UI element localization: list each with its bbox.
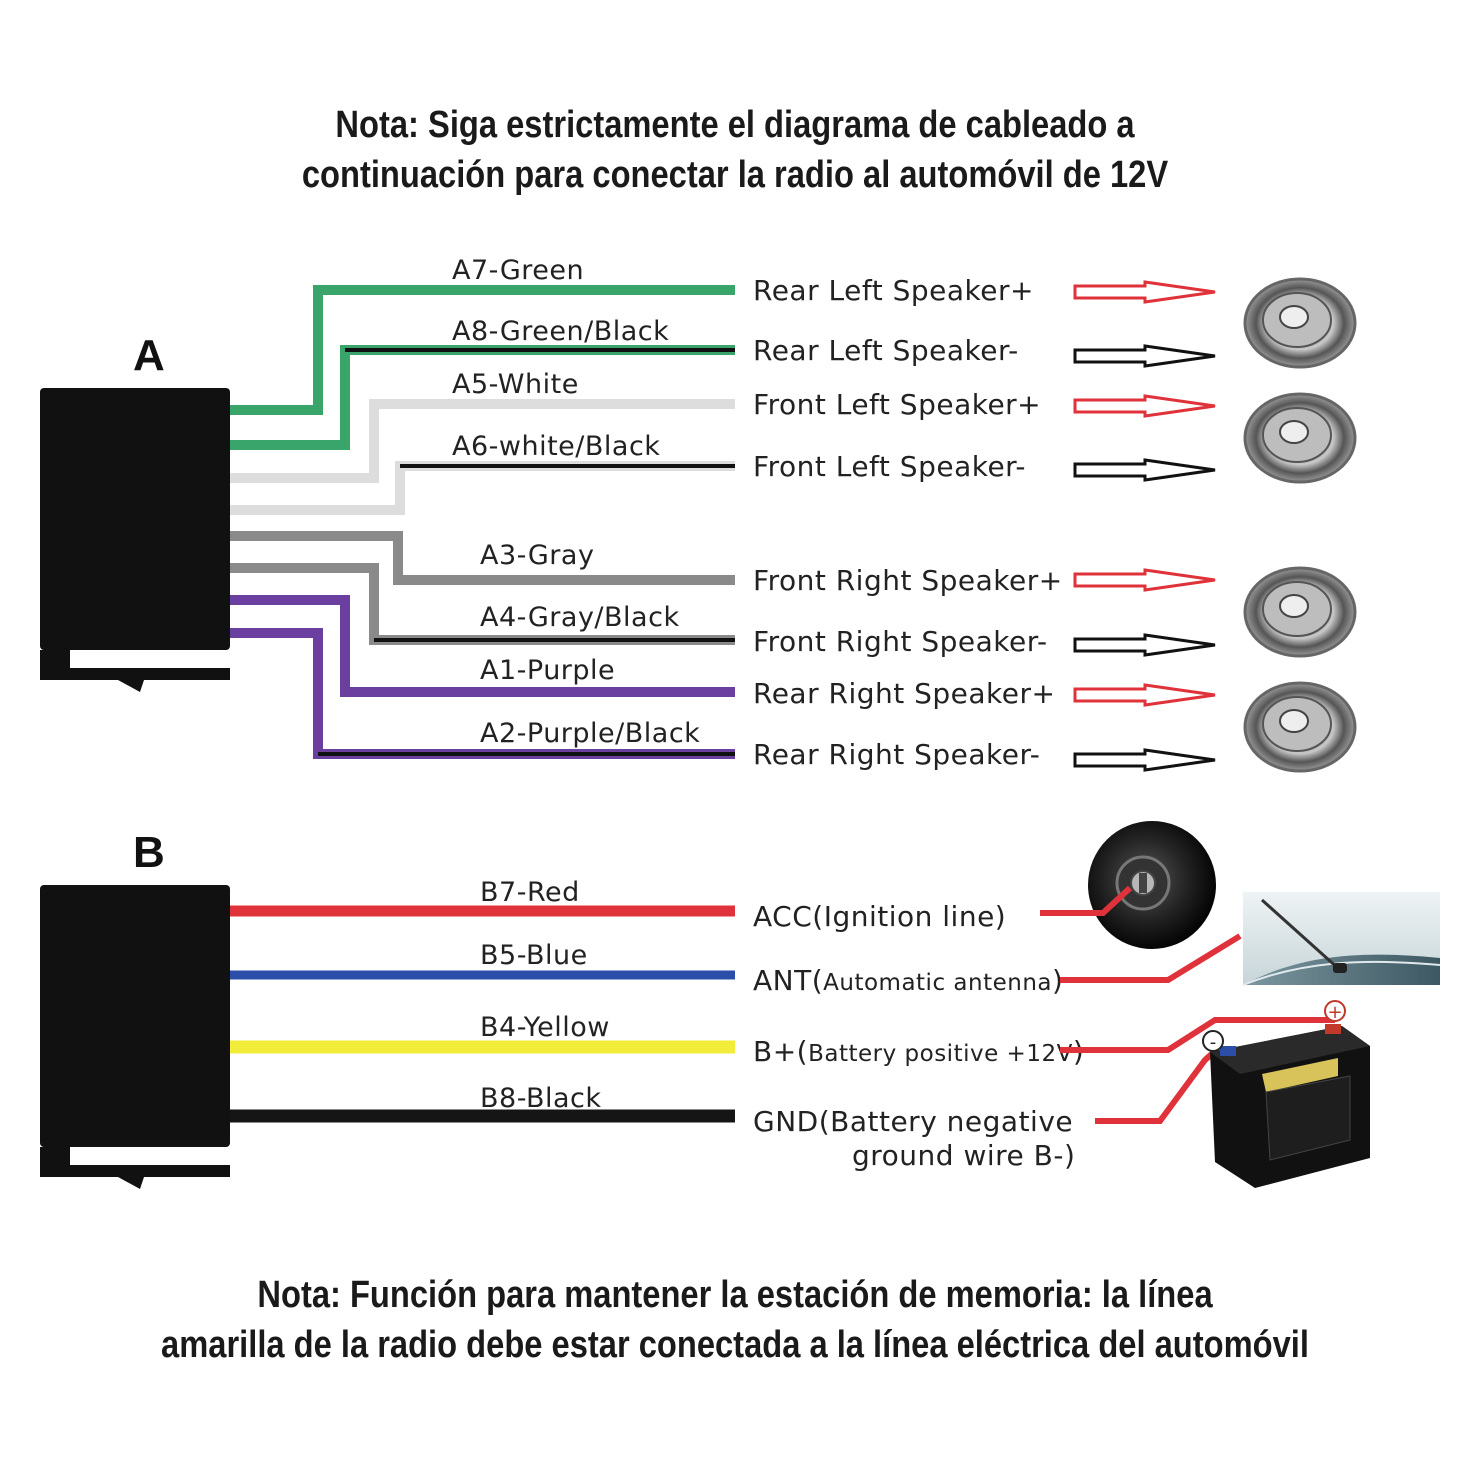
connector-b-wires <box>230 905 735 1123</box>
wire-a5-white <box>230 399 735 483</box>
wire-label-a6: A6-white/Black <box>452 431 660 462</box>
arrow-negative-icon <box>1073 344 1216 368</box>
wire-a7-green <box>230 285 735 415</box>
wire-label-a2: A2-Purple/Black <box>480 718 700 749</box>
wire-label-a1: A1-Purple <box>480 655 615 686</box>
arrow-negative-icon <box>1073 748 1216 772</box>
connection-links <box>1040 885 1335 1124</box>
connector-b-letter: B <box>133 828 165 877</box>
dest-rear-left-plus: Rear Left Speaker+ <box>753 274 1034 307</box>
wire-label-b4: B4-Yellow <box>480 1012 610 1043</box>
wire-label-b8: B8-Black <box>480 1083 602 1114</box>
speaker-icon <box>1243 392 1357 484</box>
arrow-positive-icon <box>1073 394 1216 418</box>
arrow-negative-icon <box>1073 633 1216 657</box>
arrow-negative-icon <box>1073 458 1216 482</box>
wire-a6-white-black <box>230 461 735 515</box>
top-note: Nota: Siga estrictamente el diagrama de … <box>103 100 1367 200</box>
arrow-positive-icon <box>1073 683 1216 707</box>
top-note-line-2: continuación para conectar la radio al a… <box>301 154 1169 196</box>
wire-label-b5: B5-Blue <box>480 940 588 971</box>
dest-front-right-plus: Front Right Speaker+ <box>753 564 1063 597</box>
arrow-positive-icon <box>1073 568 1216 592</box>
dest-rear-left-minus: Rear Left Speaker- <box>753 334 1019 367</box>
dest-battery-positive: B+(Battery positive +12V) <box>753 1035 1084 1068</box>
wire-label-a5: A5-White <box>452 369 579 400</box>
wire-label-a4: A4-Gray/Black <box>480 602 680 633</box>
wire-label-a3: A3-Gray <box>480 540 594 571</box>
speaker-icon <box>1243 566 1357 658</box>
wire-label-a8: A8-Green/Black <box>452 316 669 347</box>
wire-a3-gray <box>230 531 735 585</box>
dest-gnd-line-1: GND(Battery negative <box>753 1105 1073 1138</box>
dest-gnd-line-2: ground wire B-) <box>852 1139 1075 1172</box>
dest-rear-right-minus: Rear Right Speaker- <box>753 738 1040 771</box>
dest-rear-right-plus: Rear Right Speaker+ <box>753 677 1055 710</box>
dest-front-right-minus: Front Right Speaker- <box>753 625 1048 658</box>
top-note-line-1: Nota: Siga estrictamente el diagrama de … <box>335 104 1135 146</box>
battery-negative-mark: - <box>1210 1032 1217 1053</box>
wire-label-b7: B7-Red <box>480 877 580 908</box>
battery-positive-mark: + <box>1327 1002 1342 1023</box>
wire-a1-purple <box>230 595 735 697</box>
ignition-switch-icon <box>1088 821 1216 949</box>
battery-icon: - + <box>1202 1000 1370 1188</box>
dest-acc: ACC(Ignition line) <box>753 900 1006 933</box>
dest-front-left-plus: Front Left Speaker+ <box>753 388 1041 421</box>
wire-label-a7: A7-Green <box>452 255 584 286</box>
dest-ant: ANT(Automatic antenna) <box>753 964 1063 997</box>
car-antenna-icon <box>1242 892 1441 986</box>
bottom-note-line-2: amarilla de la radio debe estar conectad… <box>161 1324 1309 1366</box>
dest-front-left-minus: Front Left Speaker- <box>753 450 1026 483</box>
connector-a-letter: A <box>133 331 165 380</box>
speaker-arrows <box>1073 280 1216 772</box>
bottom-note-line-1: Nota: Función para mantener la estación … <box>257 1274 1213 1316</box>
connector-b-block <box>40 885 230 1189</box>
bottom-note: Nota: Función para mantener la estación … <box>103 1270 1367 1370</box>
connector-a-wires <box>230 285 735 759</box>
speaker-icon <box>1243 277 1357 369</box>
connector-a-block <box>40 388 230 692</box>
speaker-icon <box>1243 681 1357 773</box>
arrow-positive-icon <box>1073 280 1216 304</box>
